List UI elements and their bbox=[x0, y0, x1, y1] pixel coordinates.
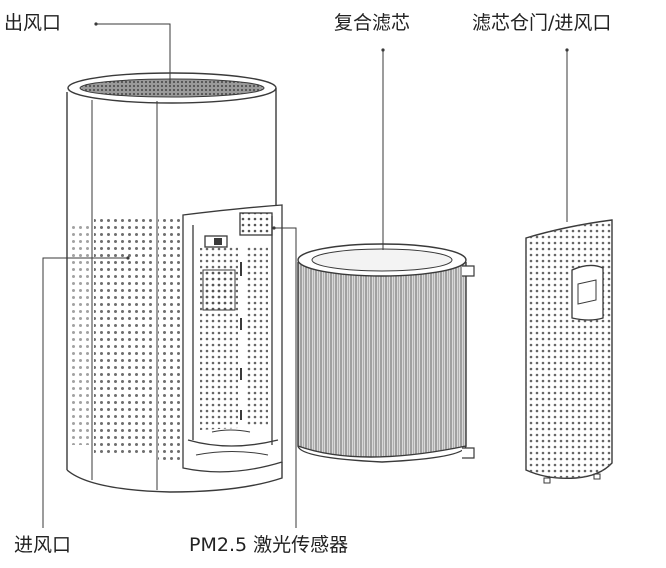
filter-chamber bbox=[182, 204, 283, 473]
leader-pm25 bbox=[274, 227, 297, 528]
pm25-sensor bbox=[239, 212, 273, 236]
composite-filter bbox=[297, 243, 475, 463]
label-composite-filter: 复合滤芯 bbox=[334, 12, 411, 34]
leader-inlet bbox=[42, 257, 128, 528]
label-air-outlet: 出风口 bbox=[4, 12, 62, 34]
side-perforation bbox=[70, 218, 182, 460]
label-air-inlet: 进风口 bbox=[14, 534, 72, 556]
leader-outlet bbox=[96, 23, 171, 84]
label-pm25-sensor: PM2.5 激光传感器 bbox=[189, 534, 349, 556]
outlet-mesh bbox=[79, 78, 265, 98]
filter-door bbox=[525, 219, 613, 484]
label-filter-door-inlet: 滤芯仓门/进风口 bbox=[472, 12, 612, 34]
